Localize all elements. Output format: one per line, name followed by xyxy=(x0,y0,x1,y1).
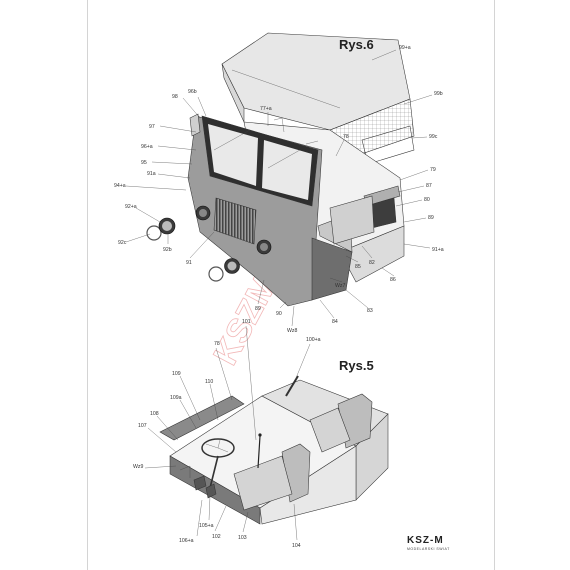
part-label: 99c xyxy=(429,134,438,140)
part-label: 87 xyxy=(426,183,432,189)
part-label: 96+a xyxy=(141,144,153,150)
part-label: 91+a xyxy=(432,247,444,253)
part-label: 82 xyxy=(369,260,375,266)
part-label: 89 xyxy=(428,215,434,221)
passenger-seat-cushion xyxy=(309,407,351,453)
brand-tagline: MODELARSKI SWIAT xyxy=(407,547,450,551)
part-label: 99+a xyxy=(399,45,411,51)
part-label: 77+a xyxy=(260,106,272,112)
part-label: 102 xyxy=(212,534,221,540)
part-label: 84 xyxy=(332,319,338,325)
headlight-ring-91a xyxy=(208,266,224,282)
part-label: 98 xyxy=(172,94,178,100)
part-label: 95 xyxy=(141,160,147,166)
part-label: 108 xyxy=(150,411,159,417)
part-label: 91a xyxy=(147,171,156,177)
part-label: Wz9 xyxy=(133,464,143,470)
part-label: 106+a xyxy=(179,538,194,544)
part-label: 107 xyxy=(138,423,147,429)
part-label: 78 xyxy=(343,134,349,140)
driver-seat-cushion xyxy=(233,455,293,511)
part-label: 92b xyxy=(163,247,172,253)
windscreen-right xyxy=(262,140,312,200)
rys5-part-labels: 101 100+a 78 109 110 109a 108 107 Wz9 10… xyxy=(133,319,321,549)
part-label: 92+a xyxy=(125,204,137,210)
part-label: 103 xyxy=(238,535,247,541)
loose-headlights xyxy=(146,217,240,282)
mirror xyxy=(189,113,201,137)
brand-logo-text: KSZ-M xyxy=(407,535,444,546)
rys6-part-labels: 99+a 98 99b 96b 77+a 97 78 99c 96+a 95 7… xyxy=(114,45,444,334)
part-label: 79 xyxy=(430,167,436,173)
part-label: 80 xyxy=(424,197,430,203)
part-label: 86 xyxy=(390,277,396,283)
part-label: 90 xyxy=(276,311,282,317)
part-label: Wz7 xyxy=(335,283,345,289)
part-label: 91 xyxy=(186,260,192,266)
part-label: 109 xyxy=(172,371,181,377)
part-label: 89 xyxy=(255,306,261,312)
part-label: 96b xyxy=(188,89,197,95)
figure-title-rys6: Rys.6 xyxy=(339,37,374,52)
windscreen-left xyxy=(208,124,258,186)
grab-bar xyxy=(285,375,299,397)
part-label: 101 xyxy=(242,319,251,325)
part-label: 78 xyxy=(214,341,220,347)
gear-lever xyxy=(257,435,261,469)
part-label: 109a xyxy=(170,395,182,401)
pedals xyxy=(193,475,207,491)
cab-assembly xyxy=(187,32,415,307)
part-label: 110 xyxy=(205,379,213,385)
part-label: 94+a xyxy=(114,183,126,189)
interior-assembly xyxy=(159,375,389,525)
figure-title-rys5: Rys.5 xyxy=(339,358,374,373)
dashboard xyxy=(159,395,245,441)
rys6-leader-lines xyxy=(125,49,433,327)
part-label: 105+a xyxy=(199,523,214,529)
headlight-ring-92c xyxy=(146,225,162,241)
part-label: 97 xyxy=(149,124,155,130)
part-label: 92c xyxy=(118,240,127,246)
part-label: 104 xyxy=(292,543,301,549)
radiator-grille xyxy=(213,197,257,245)
part-label: 100+a xyxy=(306,337,321,343)
brand-logo: KSZ-M MODELARSKI SWIAT xyxy=(407,535,450,551)
part-label: Wz8 xyxy=(287,328,297,334)
part-label: 99b xyxy=(434,91,443,97)
part-label: 85 xyxy=(355,264,361,270)
part-label: 83 xyxy=(367,308,373,314)
rys5-leader-lines xyxy=(144,325,311,541)
